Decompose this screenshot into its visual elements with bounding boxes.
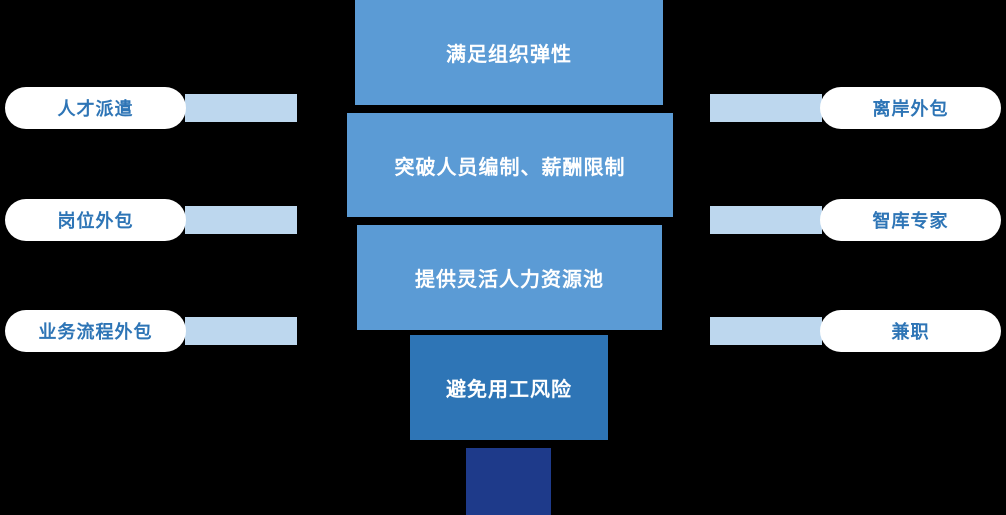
right-connector-3 (710, 317, 822, 345)
funnel-block-organizational-elasticity: 满足组织弹性 (355, 0, 663, 105)
funnel-bottom-stem (466, 448, 551, 515)
pill-business-process-outsourcing: 业务流程外包 (5, 310, 186, 352)
pill-talent-dispatch: 人才派遣 (5, 87, 186, 129)
funnel-block-avoid-employment-risk: 避免用工风险 (410, 335, 608, 440)
pill-part-time: 兼职 (820, 310, 1001, 352)
funnel-block-headcount-salary-limits: 突破人员编制、薪酬限制 (347, 113, 673, 217)
pill-offshore-outsourcing: 离岸外包 (820, 87, 1001, 129)
left-connector-2 (185, 206, 297, 234)
left-connector-1 (185, 94, 297, 122)
right-connector-2 (710, 206, 822, 234)
pill-think-tank-experts: 智库专家 (820, 199, 1001, 241)
right-connector-1 (710, 94, 822, 122)
funnel-block-flexible-talent-pool: 提供灵活人力资源池 (357, 225, 662, 330)
pill-position-outsourcing: 岗位外包 (5, 199, 186, 241)
left-connector-3 (185, 317, 297, 345)
